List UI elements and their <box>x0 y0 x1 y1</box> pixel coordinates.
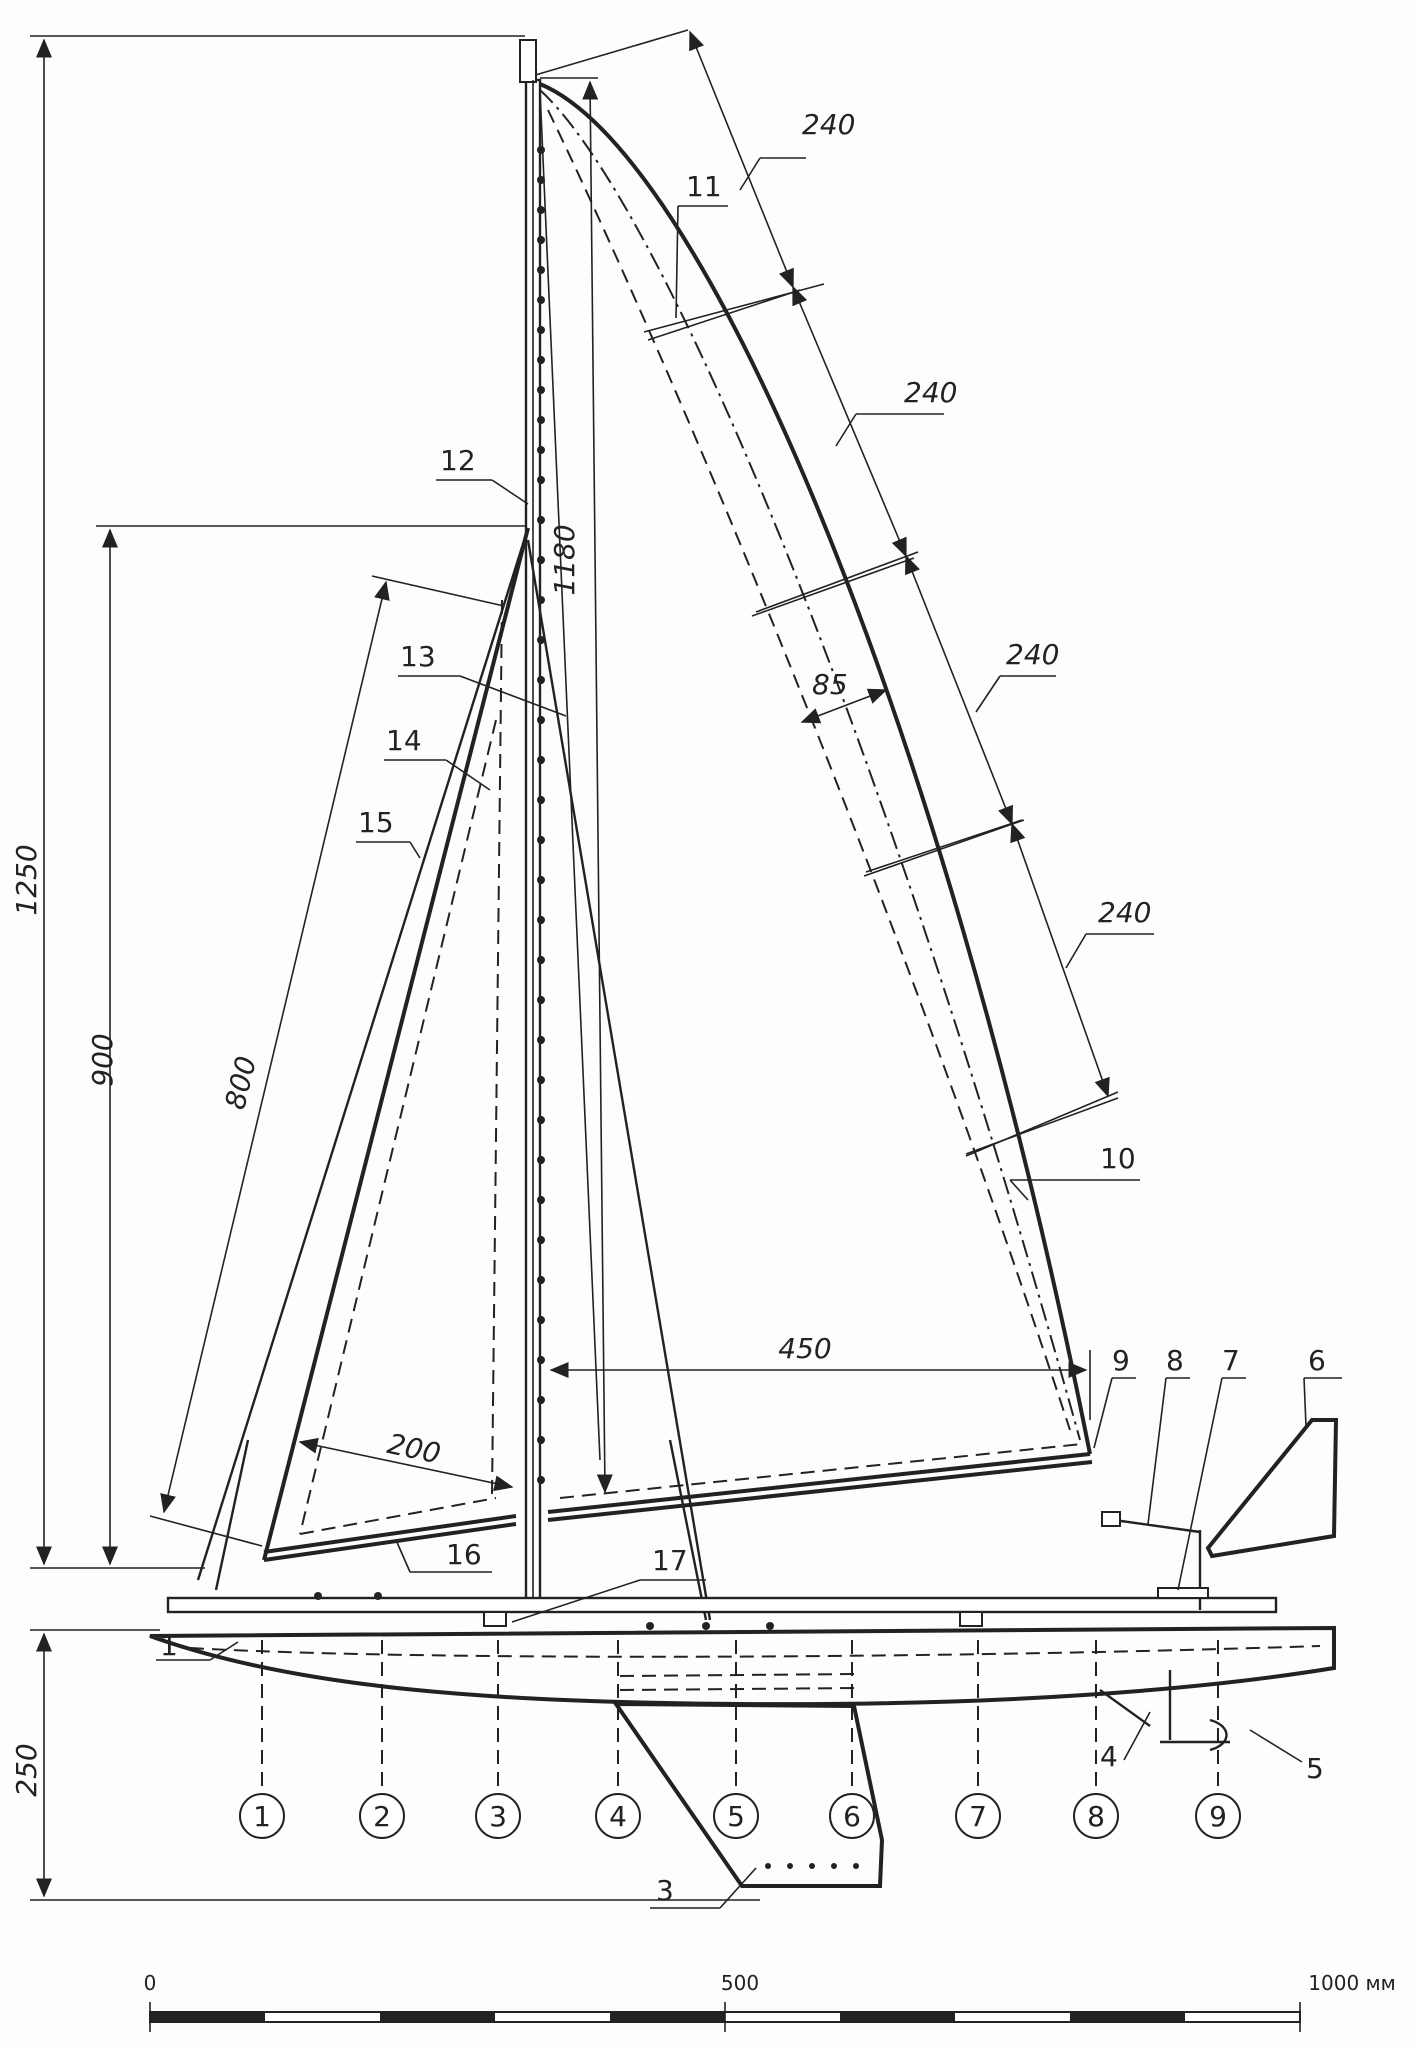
mainsail <box>539 82 1119 1461</box>
dim-240-c: 240 <box>1006 638 1059 671</box>
dim-450: 450 <box>778 1332 831 1365</box>
jib-dimension: 800 <box>149 575 505 1547</box>
callout-10: 10 <box>1100 1142 1136 1175</box>
shroud <box>526 539 712 1621</box>
leech-dimension-chain: 240 240 240 240 <box>531 29 1154 1157</box>
station-4: 4 <box>609 1800 627 1833</box>
station-lines <box>261 1640 1219 1796</box>
mast <box>519 39 545 1602</box>
jib-foot-dimension: 200 <box>298 1427 514 1492</box>
scale-end: 1000 мм <box>1308 1971 1395 1995</box>
station-1: 1 <box>253 1800 271 1833</box>
deck <box>166 1592 1278 1630</box>
callout-9: 9 <box>1112 1344 1130 1377</box>
mast-hoops <box>537 146 545 1484</box>
callout-15: 15 <box>358 806 394 839</box>
station-7: 7 <box>969 1800 987 1833</box>
station-6: 6 <box>843 1800 861 1833</box>
hull <box>149 1625 1336 1707</box>
dim-250: 250 <box>10 1743 43 1796</box>
station-2: 2 <box>373 1800 391 1833</box>
callout-17: 17 <box>652 1544 688 1577</box>
dim-240-a: 240 <box>802 108 855 141</box>
station-9: 9 <box>1209 1800 1227 1833</box>
roach-dimension: 85 <box>800 668 888 724</box>
callout-1: 1 <box>160 1629 178 1662</box>
dim-1250: 1250 <box>10 844 43 915</box>
rudder <box>1099 1670 1230 1752</box>
station-3: 3 <box>489 1800 507 1833</box>
callout-4: 4 <box>1100 1740 1118 1773</box>
luff-dimension: 900 <box>86 525 532 1566</box>
callouts: 1 3 4 5 6 7 8 9 10 11 <box>156 170 1342 1909</box>
dim-800: 800 <box>218 1053 263 1113</box>
callout-16: 16 <box>446 1538 482 1571</box>
wind-vane <box>1101 1418 1339 1610</box>
scale-start: 0 <box>144 1971 157 1995</box>
dim-240-d: 240 <box>1098 896 1151 929</box>
callout-8: 8 <box>1166 1344 1184 1377</box>
station-circles: 1 2 3 4 5 6 7 8 9 <box>239 1793 1241 1839</box>
dim-1180: 1180 <box>548 524 581 595</box>
boom-dimension: 450 <box>549 1332 1091 1420</box>
callout-6: 6 <box>1308 1344 1326 1377</box>
scale-bar: 0 500 1000 мм <box>144 1971 1396 2032</box>
callout-13: 13 <box>400 640 436 673</box>
overall-height-dimension: 1250 <box>10 35 525 1569</box>
jib <box>196 527 530 1591</box>
keel <box>612 1701 885 1888</box>
callout-12: 12 <box>440 444 476 477</box>
callout-7: 7 <box>1222 1344 1240 1377</box>
dim-900: 900 <box>86 1033 119 1086</box>
callout-5: 5 <box>1306 1752 1324 1785</box>
station-8: 8 <box>1087 1800 1105 1833</box>
main-boom <box>547 1443 1093 1522</box>
callout-3: 3 <box>656 1874 674 1907</box>
scale-mid: 500 <box>721 1971 759 1995</box>
dim-85: 85 <box>812 668 848 701</box>
station-5: 5 <box>727 1800 745 1833</box>
callout-11: 11 <box>686 170 722 203</box>
dim-240-b: 240 <box>904 376 957 409</box>
keel-depth-dimension: 250 <box>10 1629 760 1901</box>
forestay-dimension: 1180 <box>540 77 613 1494</box>
callout-14: 14 <box>386 724 422 757</box>
dim-200: 200 <box>384 1427 443 1470</box>
